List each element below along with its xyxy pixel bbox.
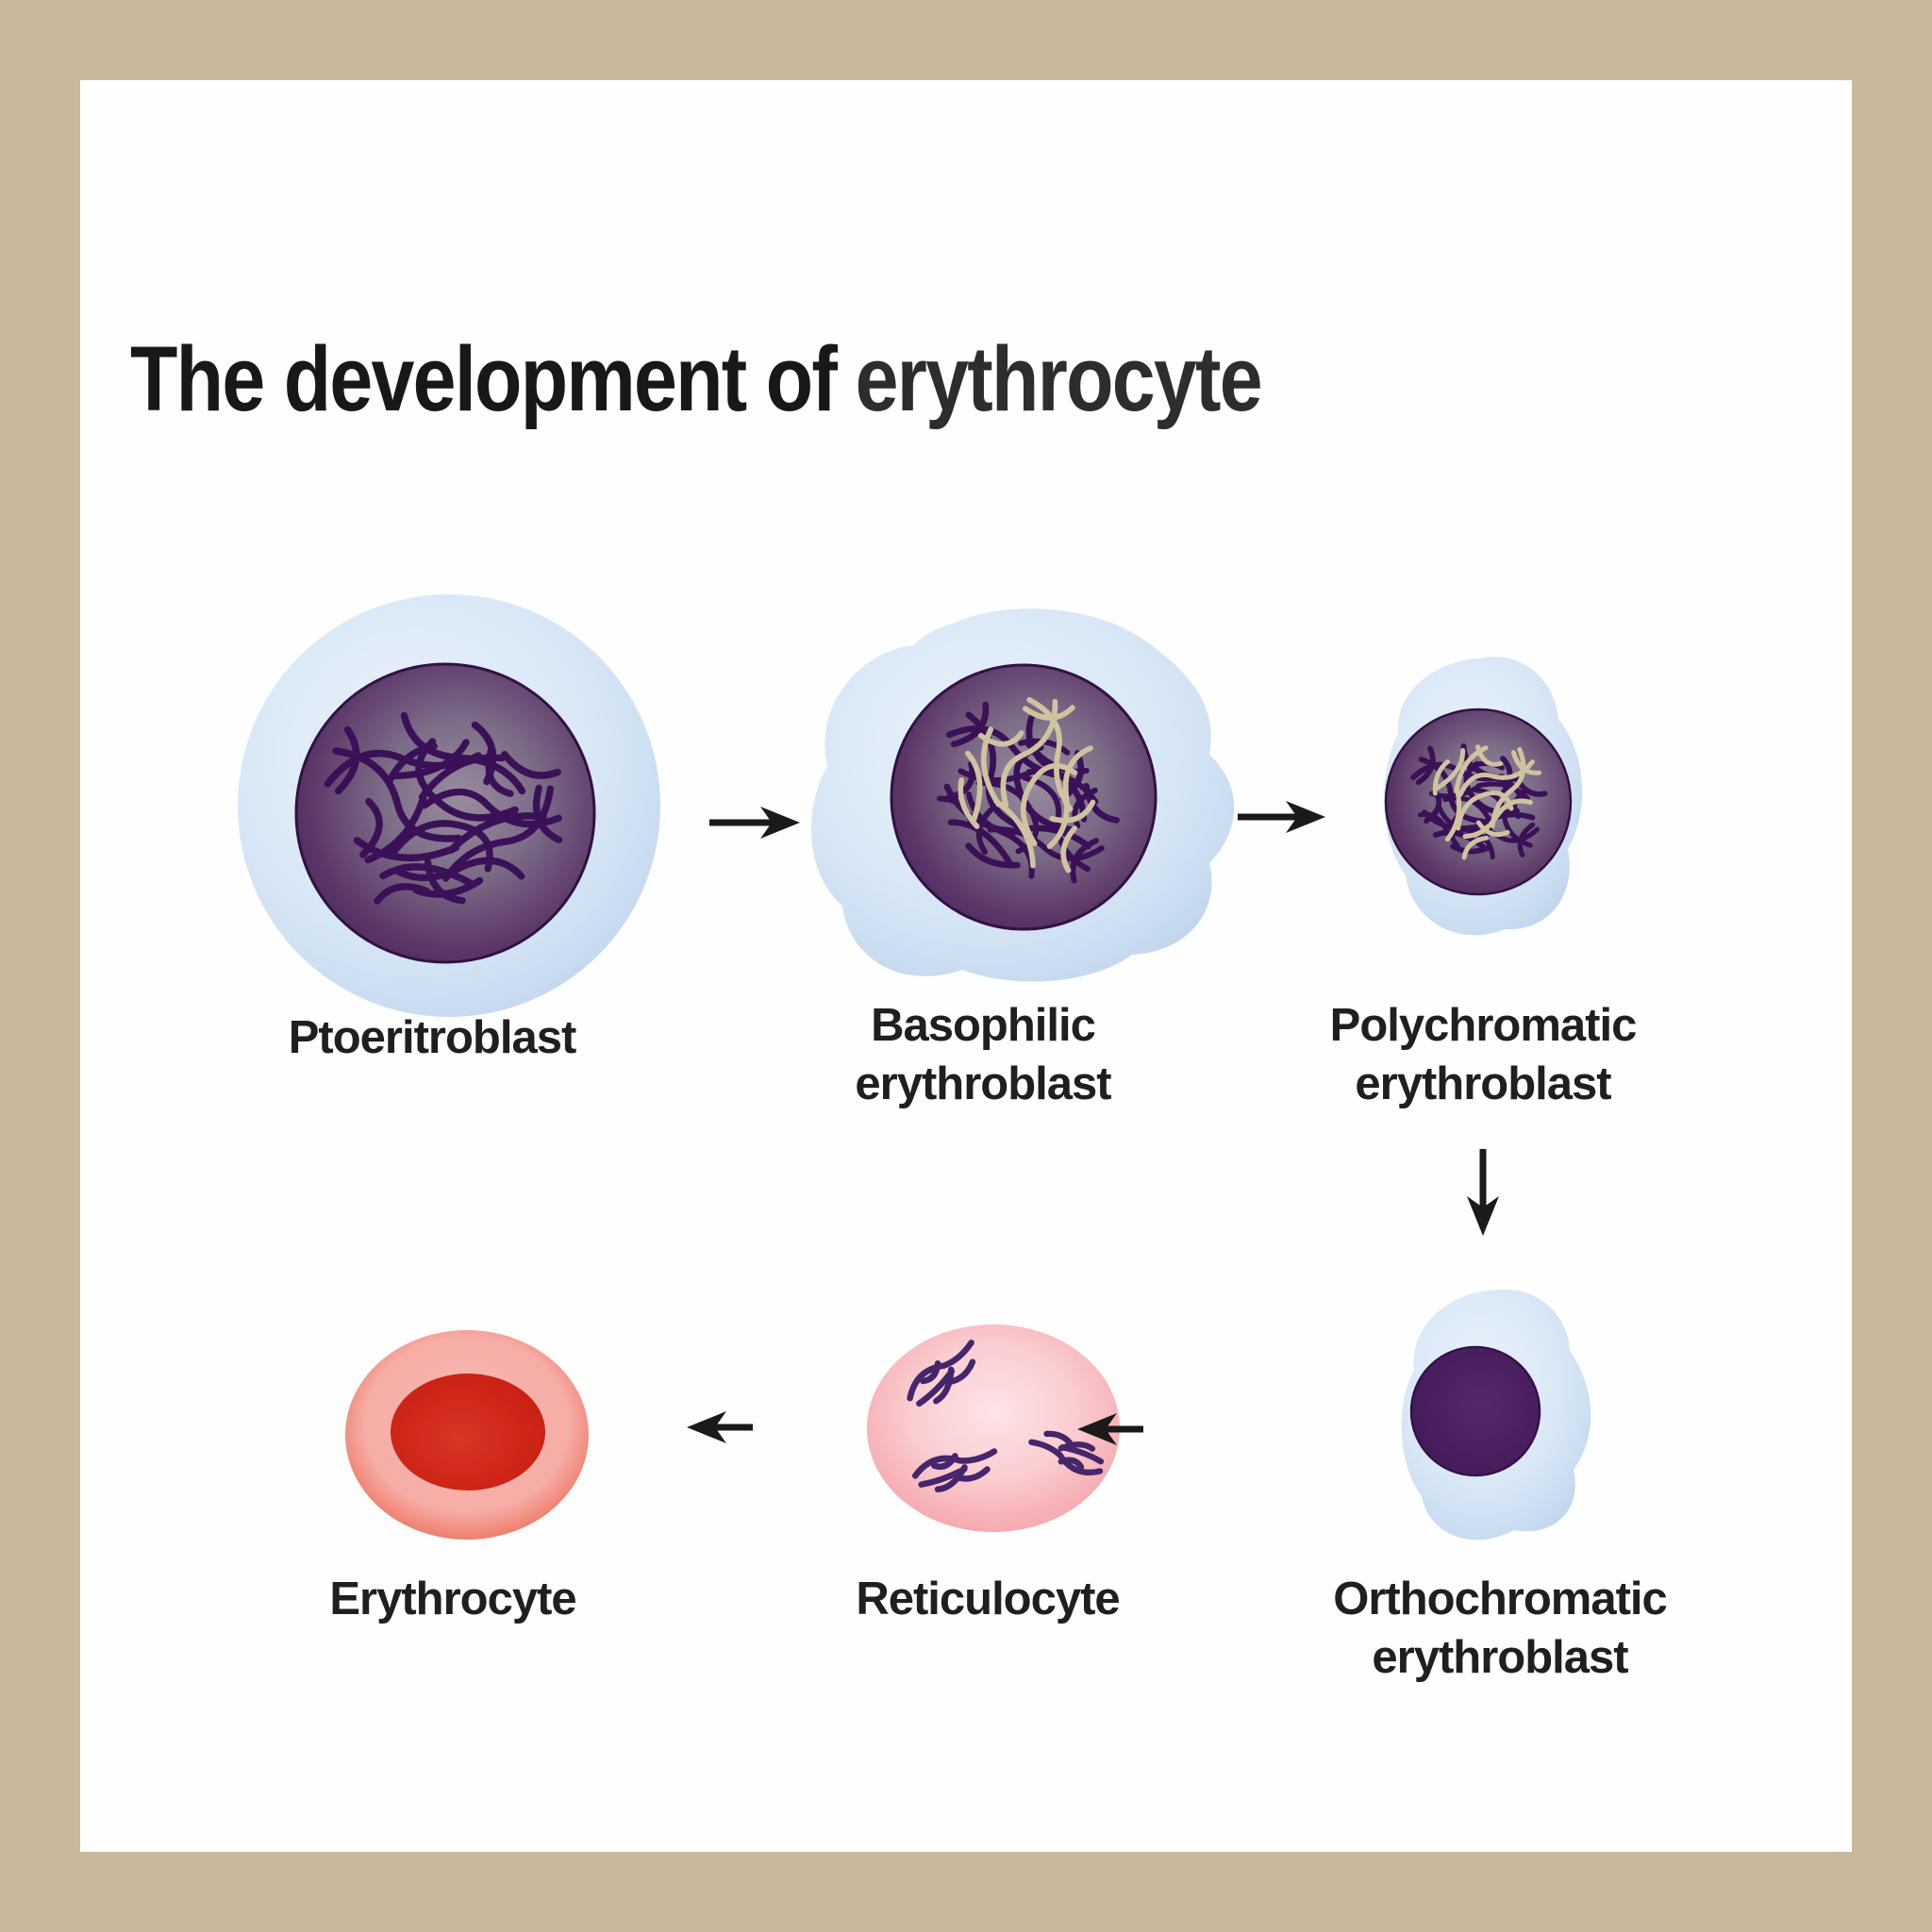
label-line1: Polychromatic [1329,1000,1638,1051]
arrow-stage1-to-stage2 [709,807,800,839]
label-line2: erythroblast [1355,1058,1611,1109]
arrow-head [1467,1196,1499,1236]
label-polychromatic-erythroblast: Polychromatic erythroblast [1329,996,1638,1113]
label-basophilic-erythroblast: Basophilic erythroblast [855,996,1111,1113]
arrow-stage4-to-stage5 [1077,1413,1143,1445]
title-prefix: The development of [130,327,838,430]
label-orthochromatic-erythroblast: Orthochromatic erythroblast [1333,1570,1668,1687]
cell-center [391,1374,545,1491]
arrow-head [687,1411,726,1443]
cell-orthochromatic-erythroblast [1401,1289,1591,1541]
cell-reticulocyte [867,1324,1120,1532]
cell-nucleus [294,662,596,964]
cell-nucleus [1409,1345,1541,1477]
label-erythrocyte: Erythrocyte [329,1570,576,1628]
title-highlight: erythrocyte [855,327,1263,430]
label-line1: Ptoeritroblast [288,1012,577,1063]
label-line1: Orthochromatic [1333,1574,1668,1624]
label-line2: erythroblast [855,1058,1111,1109]
cell-basophilic-erythroblast [810,608,1235,982]
cell-polychromatic-erythroblast [1384,657,1583,936]
label-ptoeritroblast: Ptoeritroblast [288,1008,577,1067]
label-line1: Reticulocyte [856,1574,1120,1624]
label-line2: erythroblast [1372,1632,1628,1683]
label-line1: Basophilic [871,1000,1096,1051]
arrow-head [760,807,800,839]
arrow-stage2-to-stage3 [1238,801,1325,833]
cell-erythrocyte [345,1330,589,1540]
arrow-stage5-to-stage6 [687,1411,753,1443]
arrow-head [1286,801,1325,833]
cell-ptoeritroblast [238,594,660,1017]
label-line1: Erythrocyte [329,1574,576,1624]
arrow-stage3-to-stage4 [1467,1149,1499,1236]
label-reticulocyte: Reticulocyte [856,1570,1120,1628]
arrow-head [1077,1413,1117,1445]
